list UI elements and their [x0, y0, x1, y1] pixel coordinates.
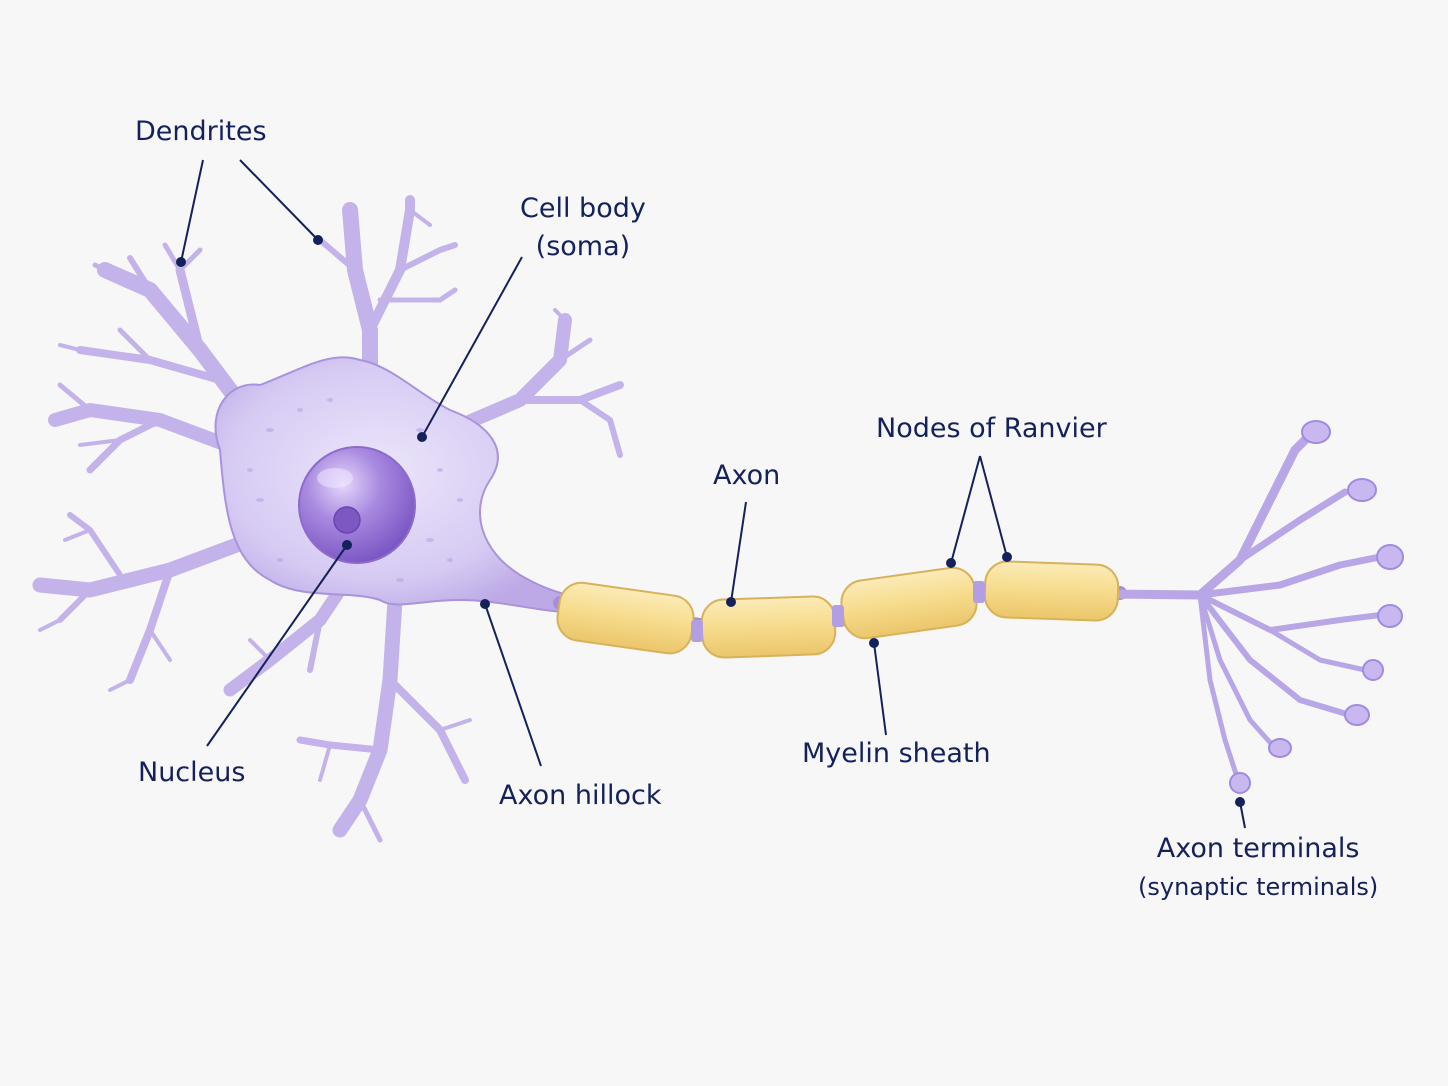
leader-axon-terminals: [1235, 797, 1246, 829]
leader-dendrites-2: [239, 159, 323, 245]
node-of-ranvier: [691, 620, 703, 642]
myelin-segment: [983, 560, 1120, 622]
label-axon: Axon: [713, 460, 781, 491]
label-nucleus: Nucleus: [138, 757, 246, 788]
leader-axon: [726, 501, 747, 607]
axon-terminals: [1105, 430, 1384, 783]
node-of-ranvier: [973, 581, 985, 603]
label-myelin-sheath: Myelin sheath: [802, 738, 991, 769]
nucleolus: [333, 506, 361, 534]
label-axon-terminals: Axon terminals (synaptic terminals): [1138, 830, 1378, 906]
node-of-ranvier: [832, 605, 844, 627]
leader-ranvier-1: [946, 455, 981, 568]
leader-nucleus: [206, 540, 352, 747]
label-axon-hillock: Axon hillock: [499, 780, 662, 811]
dendrite-upper-left: [58, 242, 268, 438]
leader-cell-body: [417, 256, 523, 442]
label-cell-body-line2: (soma): [535, 231, 631, 262]
dendrite-left: [48, 382, 247, 474]
myelin-segment: [840, 566, 978, 640]
myelin-sheath-segments: [556, 560, 1120, 659]
label-cell-body: Cell body (soma): [520, 190, 646, 266]
label-nodes-of-ranvier: Nodes of Ranvier: [876, 413, 1107, 444]
nodes-of-ranvier: [691, 581, 985, 642]
label-cell-body-line1: Cell body: [520, 193, 646, 224]
myelin-segment: [700, 595, 837, 659]
leader-axon-hillock: [480, 599, 542, 767]
nucleus: [298, 446, 416, 564]
leader-ranvier-2: [979, 455, 1012, 562]
dendrite-lower-left: [32, 512, 258, 692]
soma-texture: [247, 398, 463, 582]
dendrite-right-upper: [443, 308, 624, 458]
leader-lines: [176, 159, 1246, 829]
leader-dendrites-1: [176, 159, 204, 267]
dendrite-bottom: [296, 592, 472, 843]
synaptic-knobs: [1229, 420, 1404, 794]
leader-myelin: [869, 638, 887, 736]
label-dendrites: Dendrites: [135, 116, 267, 147]
label-axon-terminals-line1: Axon terminals: [1156, 833, 1360, 864]
myelin-segment: [556, 581, 695, 655]
label-axon-terminals-line2: (synaptic terminals): [1138, 873, 1379, 901]
